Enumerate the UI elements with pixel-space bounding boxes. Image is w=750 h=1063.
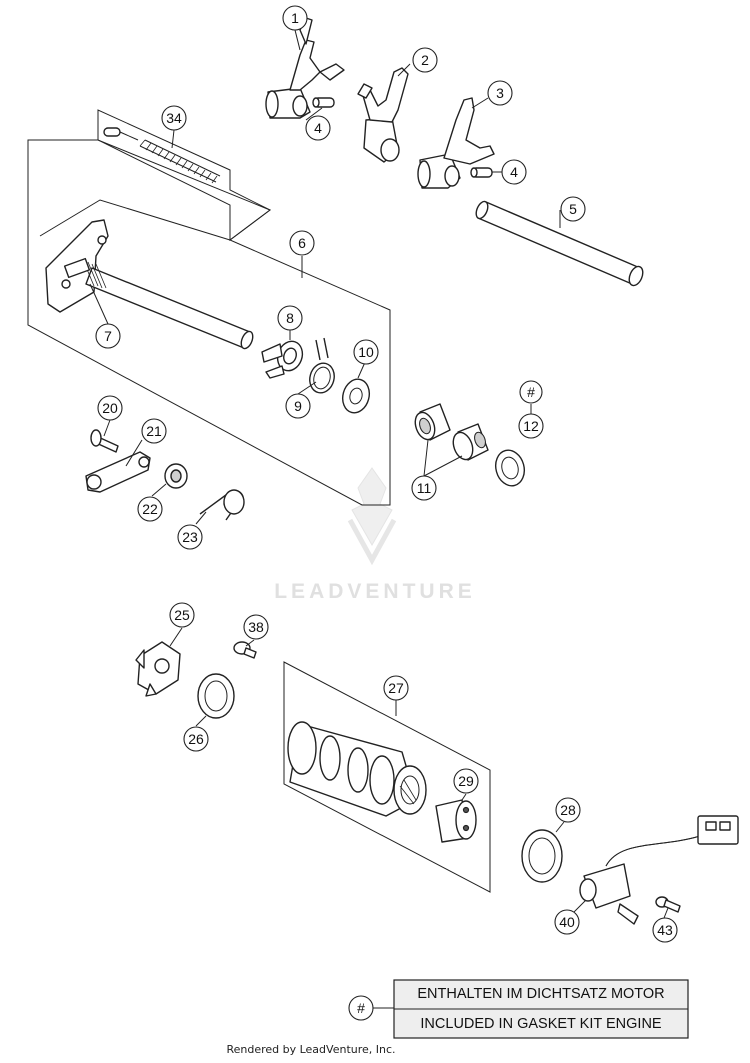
legend-line-2: INCLUDED IN GASKET KIT ENGINE (420, 1016, 662, 1032)
washer-10 (341, 378, 371, 414)
watermark-logo (351, 467, 393, 547)
svg-text:12: 12 (523, 418, 539, 434)
svg-text:34: 34 (166, 110, 182, 126)
callout-10: 10 (353, 339, 379, 365)
shift-rail-5 (475, 200, 644, 287)
callout-12: 12 (518, 413, 544, 439)
callout-28: 28 (555, 797, 581, 823)
svg-text:20: 20 (102, 400, 118, 416)
bearing-28 (521, 829, 563, 883)
callout-27: 27 (383, 675, 409, 701)
shift-drum-locator-29 (435, 799, 477, 843)
svg-text:#: # (357, 1000, 365, 1016)
shift-fork-3 (417, 97, 495, 189)
svg-text:21: 21 (146, 423, 162, 439)
svg-text:8: 8 (286, 310, 294, 326)
svg-text:22: 22 (142, 501, 158, 517)
callout-7: 7 (95, 323, 121, 349)
shaft-bushing-8 (261, 340, 304, 379)
svg-text:26: 26 (188, 731, 204, 747)
pin-4-lower (470, 167, 493, 178)
callout-9: 9 (285, 393, 311, 419)
footer-credit: Rendered by LeadVenture, Inc. (226, 1043, 395, 1056)
svg-text:2: 2 (421, 52, 429, 68)
callout-38: 38 (243, 614, 269, 640)
callout-21: 21 (141, 418, 167, 444)
svg-text:4: 4 (510, 164, 518, 180)
callout-3: 3 (487, 80, 513, 106)
callout-5: 5 (560, 196, 586, 222)
callout-4-lower: 4 (501, 159, 527, 185)
circlip-9 (309, 337, 335, 394)
shift-fork-2 (357, 67, 409, 163)
callout-22: 22 (137, 496, 163, 522)
callout-12-mark: # (519, 380, 543, 404)
detent-lever-21 (85, 451, 151, 493)
callout-6: 6 (289, 230, 315, 256)
callout-1: 1 (282, 5, 308, 31)
callout-40: 40 (554, 909, 580, 935)
svg-text:28: 28 (560, 802, 576, 818)
svg-text:9: 9 (294, 398, 302, 414)
oil-seal-12 (494, 449, 526, 487)
return-spring-34 (103, 127, 221, 184)
shift-drum-27 (287, 721, 427, 817)
spring-23 (199, 489, 245, 521)
callout-20: 20 (97, 395, 123, 421)
callout-25: 25 (169, 602, 195, 628)
svg-text:38: 38 (248, 619, 264, 635)
svg-text:11: 11 (417, 480, 432, 496)
screw-38 (233, 641, 257, 659)
needle-bearing-11b (452, 423, 489, 461)
svg-text:7: 7 (104, 328, 112, 344)
watermark-text: LEADVENTURE (274, 580, 476, 603)
shift-fork-1 (265, 17, 345, 119)
spring-subframe (97, 109, 271, 241)
svg-text:6: 6 (298, 235, 306, 251)
legend-line-1: ENTHALTEN IM DICHTSATZ MOTOR (417, 986, 664, 1002)
callout-11: 11 (411, 475, 437, 501)
svg-text:5: 5 (569, 201, 577, 217)
shift-star-25 (135, 641, 181, 697)
legend: # ENTHALTEN IM DICHTSATZ MOTOR INCLUDED … (348, 979, 689, 1039)
svg-text:#: # (527, 384, 535, 400)
callout-8: 8 (277, 305, 303, 331)
svg-text:23: 23 (182, 529, 198, 545)
svg-text:1: 1 (291, 10, 299, 26)
callout-23: 23 (177, 524, 203, 550)
callout-43: 43 (652, 917, 678, 943)
shift-shaft-6 (45, 219, 254, 350)
gear-sensor-40 (579, 815, 739, 925)
needle-bearing-11a (414, 403, 451, 441)
svg-text:10: 10 (358, 344, 374, 360)
leader-lines (89, 29, 669, 919)
shift-shaft-group-frame (27, 139, 391, 506)
callout-2: 2 (412, 47, 438, 73)
callout-4-upper: 4 (305, 115, 331, 141)
svg-text:43: 43 (657, 922, 673, 938)
screw-20 (90, 429, 119, 453)
pin-4-upper (312, 97, 335, 108)
callout-34: 34 (161, 105, 187, 131)
shift-drum-group-frame (283, 661, 491, 893)
callout-26: 26 (183, 726, 209, 752)
shaft-inner-frame (39, 199, 231, 241)
callout-29: 29 (453, 768, 479, 794)
screw-43 (655, 896, 681, 913)
legend-symbol: # (348, 995, 374, 1021)
svg-text:25: 25 (174, 607, 190, 623)
svg-text:29: 29 (458, 773, 474, 789)
roller-22 (164, 463, 188, 489)
watermark: LEADVENTURE (274, 467, 476, 603)
svg-text:3: 3 (496, 85, 504, 101)
svg-text:4: 4 (314, 120, 322, 136)
svg-text:40: 40 (559, 914, 575, 930)
bearing-26 (197, 673, 235, 719)
svg-text:27: 27 (388, 680, 404, 696)
